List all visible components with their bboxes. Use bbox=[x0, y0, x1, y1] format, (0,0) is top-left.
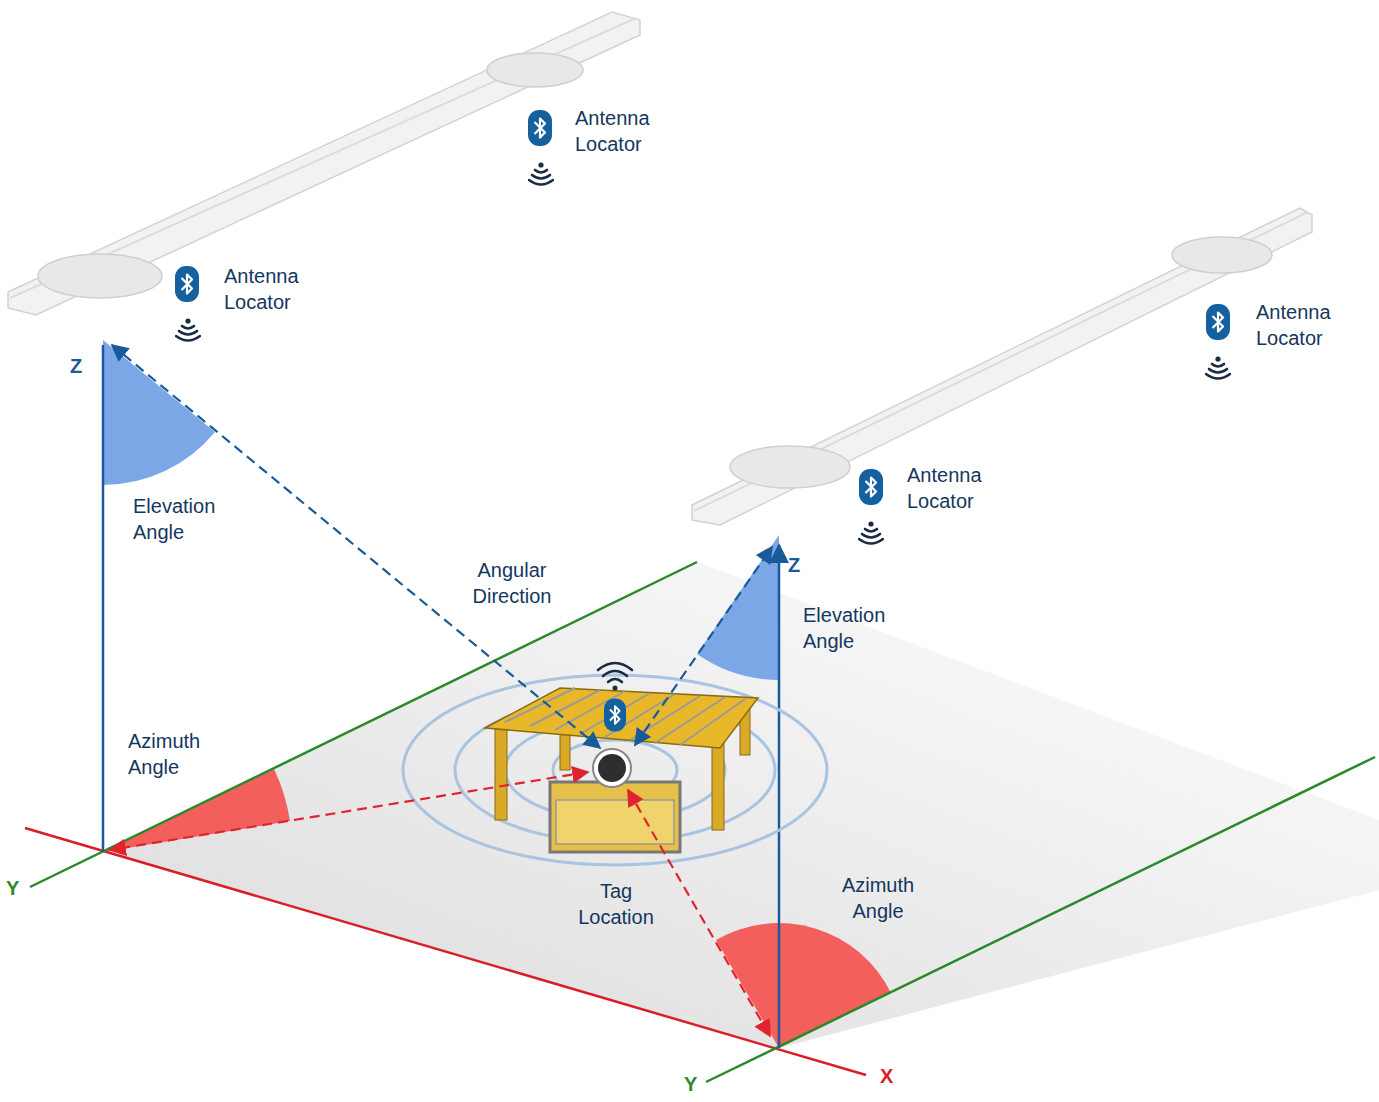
azimuth-wedge bbox=[103, 769, 290, 852]
cart-figure bbox=[712, 735, 724, 830]
bluetooth-icon bbox=[1206, 304, 1230, 340]
tag-icon bbox=[608, 679, 622, 682]
direction-arrow bbox=[110, 345, 772, 1036]
antenna-label: Antenna Locator bbox=[224, 263, 334, 315]
antenna-disc bbox=[38, 254, 162, 298]
cart-figure bbox=[505, 688, 575, 722]
cart-figure bbox=[530, 690, 600, 726]
cart-figure bbox=[485, 688, 758, 852]
antenna-disc bbox=[487, 53, 583, 87]
direction-label: Angular Direction bbox=[455, 557, 570, 609]
cart-figure bbox=[598, 754, 626, 782]
tag-icon bbox=[598, 663, 632, 670]
axis-lines bbox=[25, 828, 866, 1075]
cart-figure bbox=[680, 699, 745, 745]
signal-rings bbox=[403, 675, 827, 865]
direction-arrow bbox=[635, 547, 772, 745]
antenna-disc bbox=[730, 446, 850, 488]
elevation-wedge bbox=[103, 340, 779, 680]
tag-icon bbox=[603, 671, 627, 676]
cart-figure bbox=[495, 725, 507, 820]
cart-figure bbox=[593, 749, 631, 787]
bluetooth-icon bbox=[175, 266, 199, 302]
signal-rings bbox=[403, 675, 827, 865]
tag-icon bbox=[598, 663, 632, 732]
axis-lines bbox=[25, 345, 1375, 1082]
cart-figure bbox=[505, 688, 745, 745]
bluetooth-icon bbox=[859, 469, 883, 505]
elevation-wedge bbox=[103, 340, 215, 485]
antenna-label: Antenna Locator bbox=[1256, 299, 1366, 351]
axis-lines bbox=[706, 757, 1375, 1082]
axis-label: Y bbox=[6, 876, 19, 900]
ceiling-rail bbox=[10, 18, 636, 298]
antenna-label: Antenna Locator bbox=[907, 462, 1017, 514]
angle-label: Azimuth Angle bbox=[828, 872, 928, 924]
angle-label: Azimuth Angle bbox=[128, 728, 228, 780]
direction-arrow bbox=[112, 345, 600, 748]
cart-figure bbox=[550, 782, 680, 852]
bluetooth-icon bbox=[528, 110, 552, 146]
axis-label: Z bbox=[788, 553, 800, 577]
tag-icon bbox=[604, 699, 626, 732]
ceiling-rail bbox=[8, 12, 640, 315]
cart-figure bbox=[485, 688, 758, 748]
axis-lines bbox=[778, 545, 781, 1048]
azimuth-wedge bbox=[716, 923, 891, 1048]
tag-label: Tag Location bbox=[566, 878, 666, 930]
axis-label: X bbox=[880, 1064, 893, 1088]
axis-lines bbox=[30, 562, 697, 887]
signal-icon bbox=[529, 162, 553, 184]
antenna-disc bbox=[1172, 237, 1272, 273]
antenna-label: Antenna Locator bbox=[575, 105, 685, 157]
angle-label: Elevation Angle bbox=[803, 602, 913, 654]
antenna-disc bbox=[38, 53, 1272, 488]
signal-icon bbox=[1206, 356, 1230, 378]
axis-label: Z bbox=[70, 354, 82, 378]
cart-figure bbox=[580, 693, 650, 734]
axis-lines bbox=[102, 345, 105, 852]
signal-icon bbox=[176, 318, 200, 340]
tag-icon bbox=[613, 686, 618, 691]
ceiling-rail bbox=[692, 208, 1312, 525]
bluetooth-icon bbox=[175, 110, 1230, 505]
direction-arrow bbox=[110, 772, 588, 850]
elevation-wedge bbox=[697, 535, 779, 680]
ceiling-rail bbox=[8, 12, 1312, 525]
signal-icon bbox=[859, 521, 883, 543]
angle-label: Elevation Angle bbox=[133, 493, 243, 545]
ceiling-rail bbox=[694, 212, 1308, 511]
signal-icon bbox=[176, 162, 1230, 543]
axis-label: Y bbox=[684, 1072, 697, 1096]
